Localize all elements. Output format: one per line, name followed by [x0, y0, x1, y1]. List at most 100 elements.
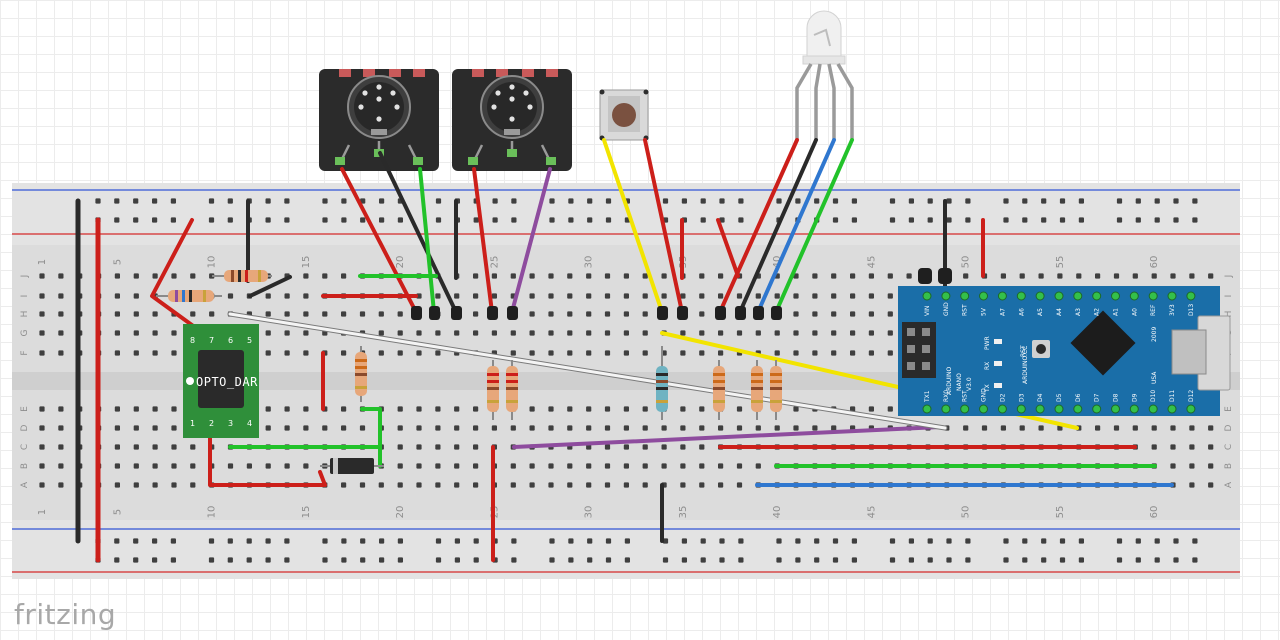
- nano-top-pin-label: A6: [1018, 308, 1025, 316]
- fritzing-logo: fritzing: [14, 598, 117, 631]
- nano-top-pin[interactable]: [1092, 291, 1102, 301]
- nano-top-pin[interactable]: [1129, 291, 1139, 301]
- nano-top-pin[interactable]: [922, 291, 932, 301]
- nano-top-pin[interactable]: [1111, 291, 1120, 301]
- wire-purple-nano[interactable]: [512, 425, 942, 449]
- nano-bottom-pin-label: D9: [1131, 393, 1138, 402]
- column-number: 1: [37, 259, 48, 265]
- wire-green-led[interactable]: [774, 138, 854, 314]
- nano-bottom-pin[interactable]: [941, 404, 951, 414]
- wire-black-short[interactable]: [248, 275, 292, 298]
- nano-top-pin[interactable]: [1167, 291, 1177, 301]
- wire-purple-midi-out[interactable]: [510, 167, 552, 314]
- resistor-r5[interactable]: [506, 360, 518, 420]
- resistor-r4[interactable]: [487, 360, 499, 420]
- nano-bottom-pin[interactable]: [1016, 404, 1026, 414]
- nano-bottom-pin[interactable]: [1186, 404, 1196, 414]
- mcu-chip: [1070, 310, 1136, 376]
- wire-yellow-button[interactable]: [602, 138, 664, 314]
- wire-blue-led[interactable]: [756, 138, 836, 314]
- row-letter: H: [20, 311, 30, 318]
- nano-top-pin[interactable]: [1016, 291, 1026, 301]
- nano-top-pin[interactable]: [1054, 291, 1064, 301]
- midi-jack-in[interactable]: [317, 67, 441, 173]
- nano-bottom-pin[interactable]: [960, 404, 970, 414]
- nano-bottom-pin[interactable]: [1167, 404, 1177, 414]
- resistor-r8[interactable]: [751, 360, 763, 420]
- opto-pin-8: 8: [190, 336, 195, 345]
- resistor-r6[interactable]: [656, 346, 668, 420]
- nano-bottom-pin[interactable]: [1054, 404, 1064, 414]
- opto-pin-4: 4: [247, 419, 252, 428]
- row-letter: H: [1224, 311, 1234, 318]
- nano-bottom-pin-label: D11: [1169, 390, 1176, 402]
- nano-bottom-pin[interactable]: [1129, 404, 1139, 414]
- row-letter: E: [20, 406, 30, 412]
- nano-top-pin-label: 5V: [981, 307, 988, 316]
- column-number: 5: [112, 259, 123, 265]
- nano-top-pin[interactable]: [941, 291, 951, 301]
- diode[interactable]: [320, 458, 384, 474]
- wire-green-midi-in[interactable]: [418, 167, 436, 314]
- nano-top-pin[interactable]: [1148, 291, 1158, 301]
- wire-red-midi-out[interactable]: [472, 167, 494, 314]
- nano-bottom-pin[interactable]: [1092, 404, 1102, 414]
- nano-bottom-pin[interactable]: [1035, 404, 1045, 414]
- resistor-r3[interactable]: [355, 346, 367, 402]
- nano-top-pin-label: D13: [1188, 304, 1195, 316]
- resistor-r7[interactable]: [713, 360, 725, 420]
- wire-ends: [411, 268, 952, 320]
- wire-red-led[interactable]: [718, 138, 799, 314]
- wire-red-button[interactable]: [643, 138, 684, 314]
- nano-year: 2009: [1151, 327, 1158, 342]
- resistor-r1[interactable]: [212, 270, 272, 282]
- row-letter: I: [20, 295, 30, 298]
- rgb-led[interactable]: [795, 10, 854, 140]
- nano-top-pin[interactable]: [1073, 291, 1083, 301]
- nano-top-pin[interactable]: [997, 291, 1007, 301]
- column-number: 10: [207, 256, 218, 269]
- column-number: 40: [772, 506, 783, 519]
- wire-red-midi-in[interactable]: [340, 167, 418, 314]
- wire-black-midi-in[interactable]: [378, 151, 458, 314]
- nano-bottom-pin-label: GND: [981, 388, 988, 402]
- column-number: 20: [395, 506, 406, 519]
- nano-bottom-pin-label: RX0: [943, 390, 950, 402]
- wire-red-opto-vcc[interactable]: [150, 218, 198, 330]
- wire-white-nano[interactable]: [228, 312, 947, 430]
- resistors: [156, 270, 782, 420]
- column-numbers: 1155101015152020252530303535404045455050…: [37, 256, 1160, 519]
- nano-top-pin[interactable]: [960, 291, 970, 301]
- row-letter: I: [1224, 295, 1234, 298]
- opto-pin-2: 2: [209, 419, 214, 428]
- nano-bottom-pin[interactable]: [997, 404, 1007, 414]
- resistor-r9[interactable]: [770, 360, 782, 420]
- nano-top-pin[interactable]: [1186, 291, 1196, 301]
- column-number: 55: [1055, 506, 1066, 519]
- nano-bottom-pin[interactable]: [922, 404, 932, 414]
- arduino-nano[interactable]: ARDUINO NANO V3.0 ARDUINO.CC 2009 USA RS…: [898, 286, 1231, 416]
- svg-text:NANO: NANO: [956, 373, 963, 391]
- wire-black-led[interactable]: [738, 138, 818, 314]
- nano-bottom-pin[interactable]: [1111, 404, 1120, 414]
- nano-top-pin-label: A4: [1056, 308, 1063, 316]
- row-letter: B: [1224, 463, 1234, 469]
- row-letter: C: [20, 444, 30, 450]
- nano-top-pin-label: A0: [1131, 308, 1138, 316]
- nano-top-pin[interactable]: [1035, 291, 1045, 301]
- wire-red-led-rail[interactable]: [716, 218, 740, 278]
- nano-top-pin-label: GND: [943, 302, 950, 316]
- column-number: 50: [961, 256, 972, 269]
- row-letter: J: [1224, 275, 1234, 279]
- wire-red-opto-pin2[interactable]: [208, 428, 327, 487]
- nano-bottom-pin[interactable]: [979, 404, 988, 414]
- optocoupler[interactable]: OPTO_DAR 8 7 6 5 1 2 3 4: [183, 324, 259, 438]
- midi-jack-out[interactable]: [450, 67, 574, 173]
- column-number: 15: [301, 256, 312, 269]
- nano-top-pin[interactable]: [979, 291, 988, 301]
- nano-bottom-pin[interactable]: [1148, 404, 1158, 414]
- resistor-r2[interactable]: [156, 290, 222, 302]
- nano-bottom-pin[interactable]: [1073, 404, 1083, 414]
- push-button[interactable]: [599, 89, 649, 141]
